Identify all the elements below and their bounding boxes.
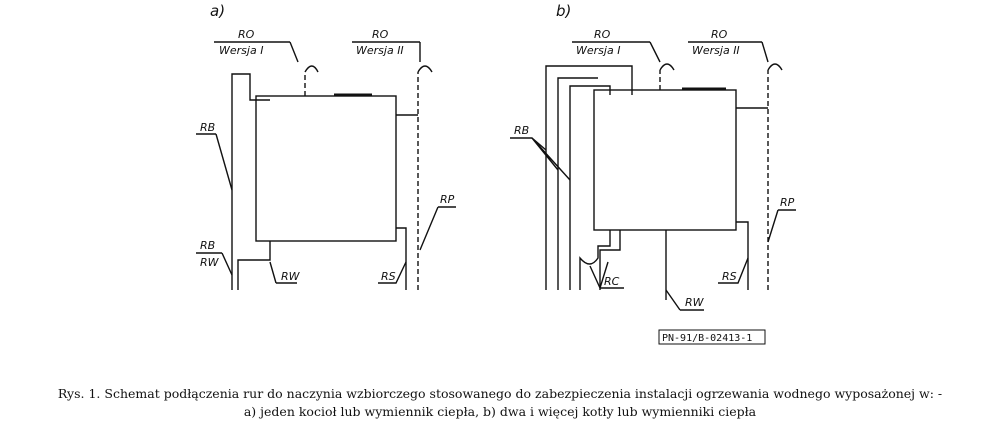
b-rb-pipe-1 bbox=[545, 65, 633, 290]
b-ro-right-top: RO bbox=[711, 28, 728, 41]
b-ro-left-top: RO bbox=[594, 28, 611, 41]
a-rs-label: RS bbox=[381, 270, 396, 283]
a-rw-pipe bbox=[237, 241, 271, 290]
a-rb-pipe bbox=[231, 73, 270, 290]
stamp-box bbox=[658, 329, 766, 345]
a-ro-left-bottom: Wersja I bbox=[219, 44, 263, 57]
b-rb-pipe-3 bbox=[569, 85, 611, 290]
a-ro-right-top: RO bbox=[372, 28, 389, 41]
b-rw-label: RW bbox=[685, 296, 705, 309]
b-rc-pipe-2 bbox=[599, 230, 621, 290]
a-ro-right-hook bbox=[417, 65, 433, 73]
a-rb-rw-leader bbox=[221, 252, 233, 276]
a-rw-leader bbox=[269, 261, 297, 284]
a-rb-leader bbox=[215, 133, 233, 191]
b-ro-right-leader bbox=[761, 41, 769, 63]
b-rc-leader bbox=[589, 261, 624, 289]
a-rp-leader bbox=[419, 206, 456, 251]
caption-line-1: Rys. 1. Schemat podłączenia rur do naczy… bbox=[57, 386, 943, 401]
b-ro-right-bottom: Wersja II bbox=[692, 44, 740, 57]
b-ro-left-bottom: Wersja I bbox=[576, 44, 620, 57]
a-rw-label: RW bbox=[281, 270, 301, 283]
b-rc-label: RC bbox=[604, 275, 620, 288]
a-rb-rw-bottom: RW bbox=[200, 256, 220, 269]
a-ro-right-bottom: Wersja II bbox=[356, 44, 404, 57]
b-rb-pipe-2 bbox=[557, 77, 598, 290]
b-rs-label: RS bbox=[722, 270, 737, 283]
b-rp-label: RP bbox=[780, 196, 795, 209]
caption-line-2: a) jeden kocioł lub wymiennik ciepła, b)… bbox=[243, 404, 757, 419]
b-rw-leader bbox=[665, 289, 704, 311]
a-ro-left-leader bbox=[289, 41, 299, 63]
b-rb-leader bbox=[531, 137, 571, 181]
b-vessel bbox=[593, 89, 737, 231]
b-ro-left-hook bbox=[659, 63, 675, 71]
a-rb-rw-top: RB bbox=[200, 239, 215, 252]
b-ro-left-leader bbox=[649, 41, 661, 63]
b-rp-leader bbox=[767, 209, 796, 243]
b-rs-pipe bbox=[736, 221, 749, 290]
b-rb-label: RB bbox=[514, 124, 529, 137]
b-rc-pipe-1 bbox=[579, 230, 611, 290]
b-rs-leader bbox=[718, 257, 749, 284]
stamp-text: PN-91/B-02413-1 bbox=[662, 333, 752, 344]
panel-b-tag: b) bbox=[556, 2, 571, 20]
a-ro-left-hook bbox=[304, 65, 319, 73]
a-rb-label: RB bbox=[200, 121, 215, 134]
a-rs-leader bbox=[378, 261, 407, 284]
a-rp-label: RP bbox=[440, 193, 455, 206]
a-rs-pipe bbox=[396, 227, 407, 290]
a-ro-left-top: RO bbox=[238, 28, 255, 41]
a-vessel bbox=[255, 95, 397, 242]
panel-a-tag: a) bbox=[210, 2, 225, 20]
b-ro-right-hook bbox=[767, 63, 783, 71]
